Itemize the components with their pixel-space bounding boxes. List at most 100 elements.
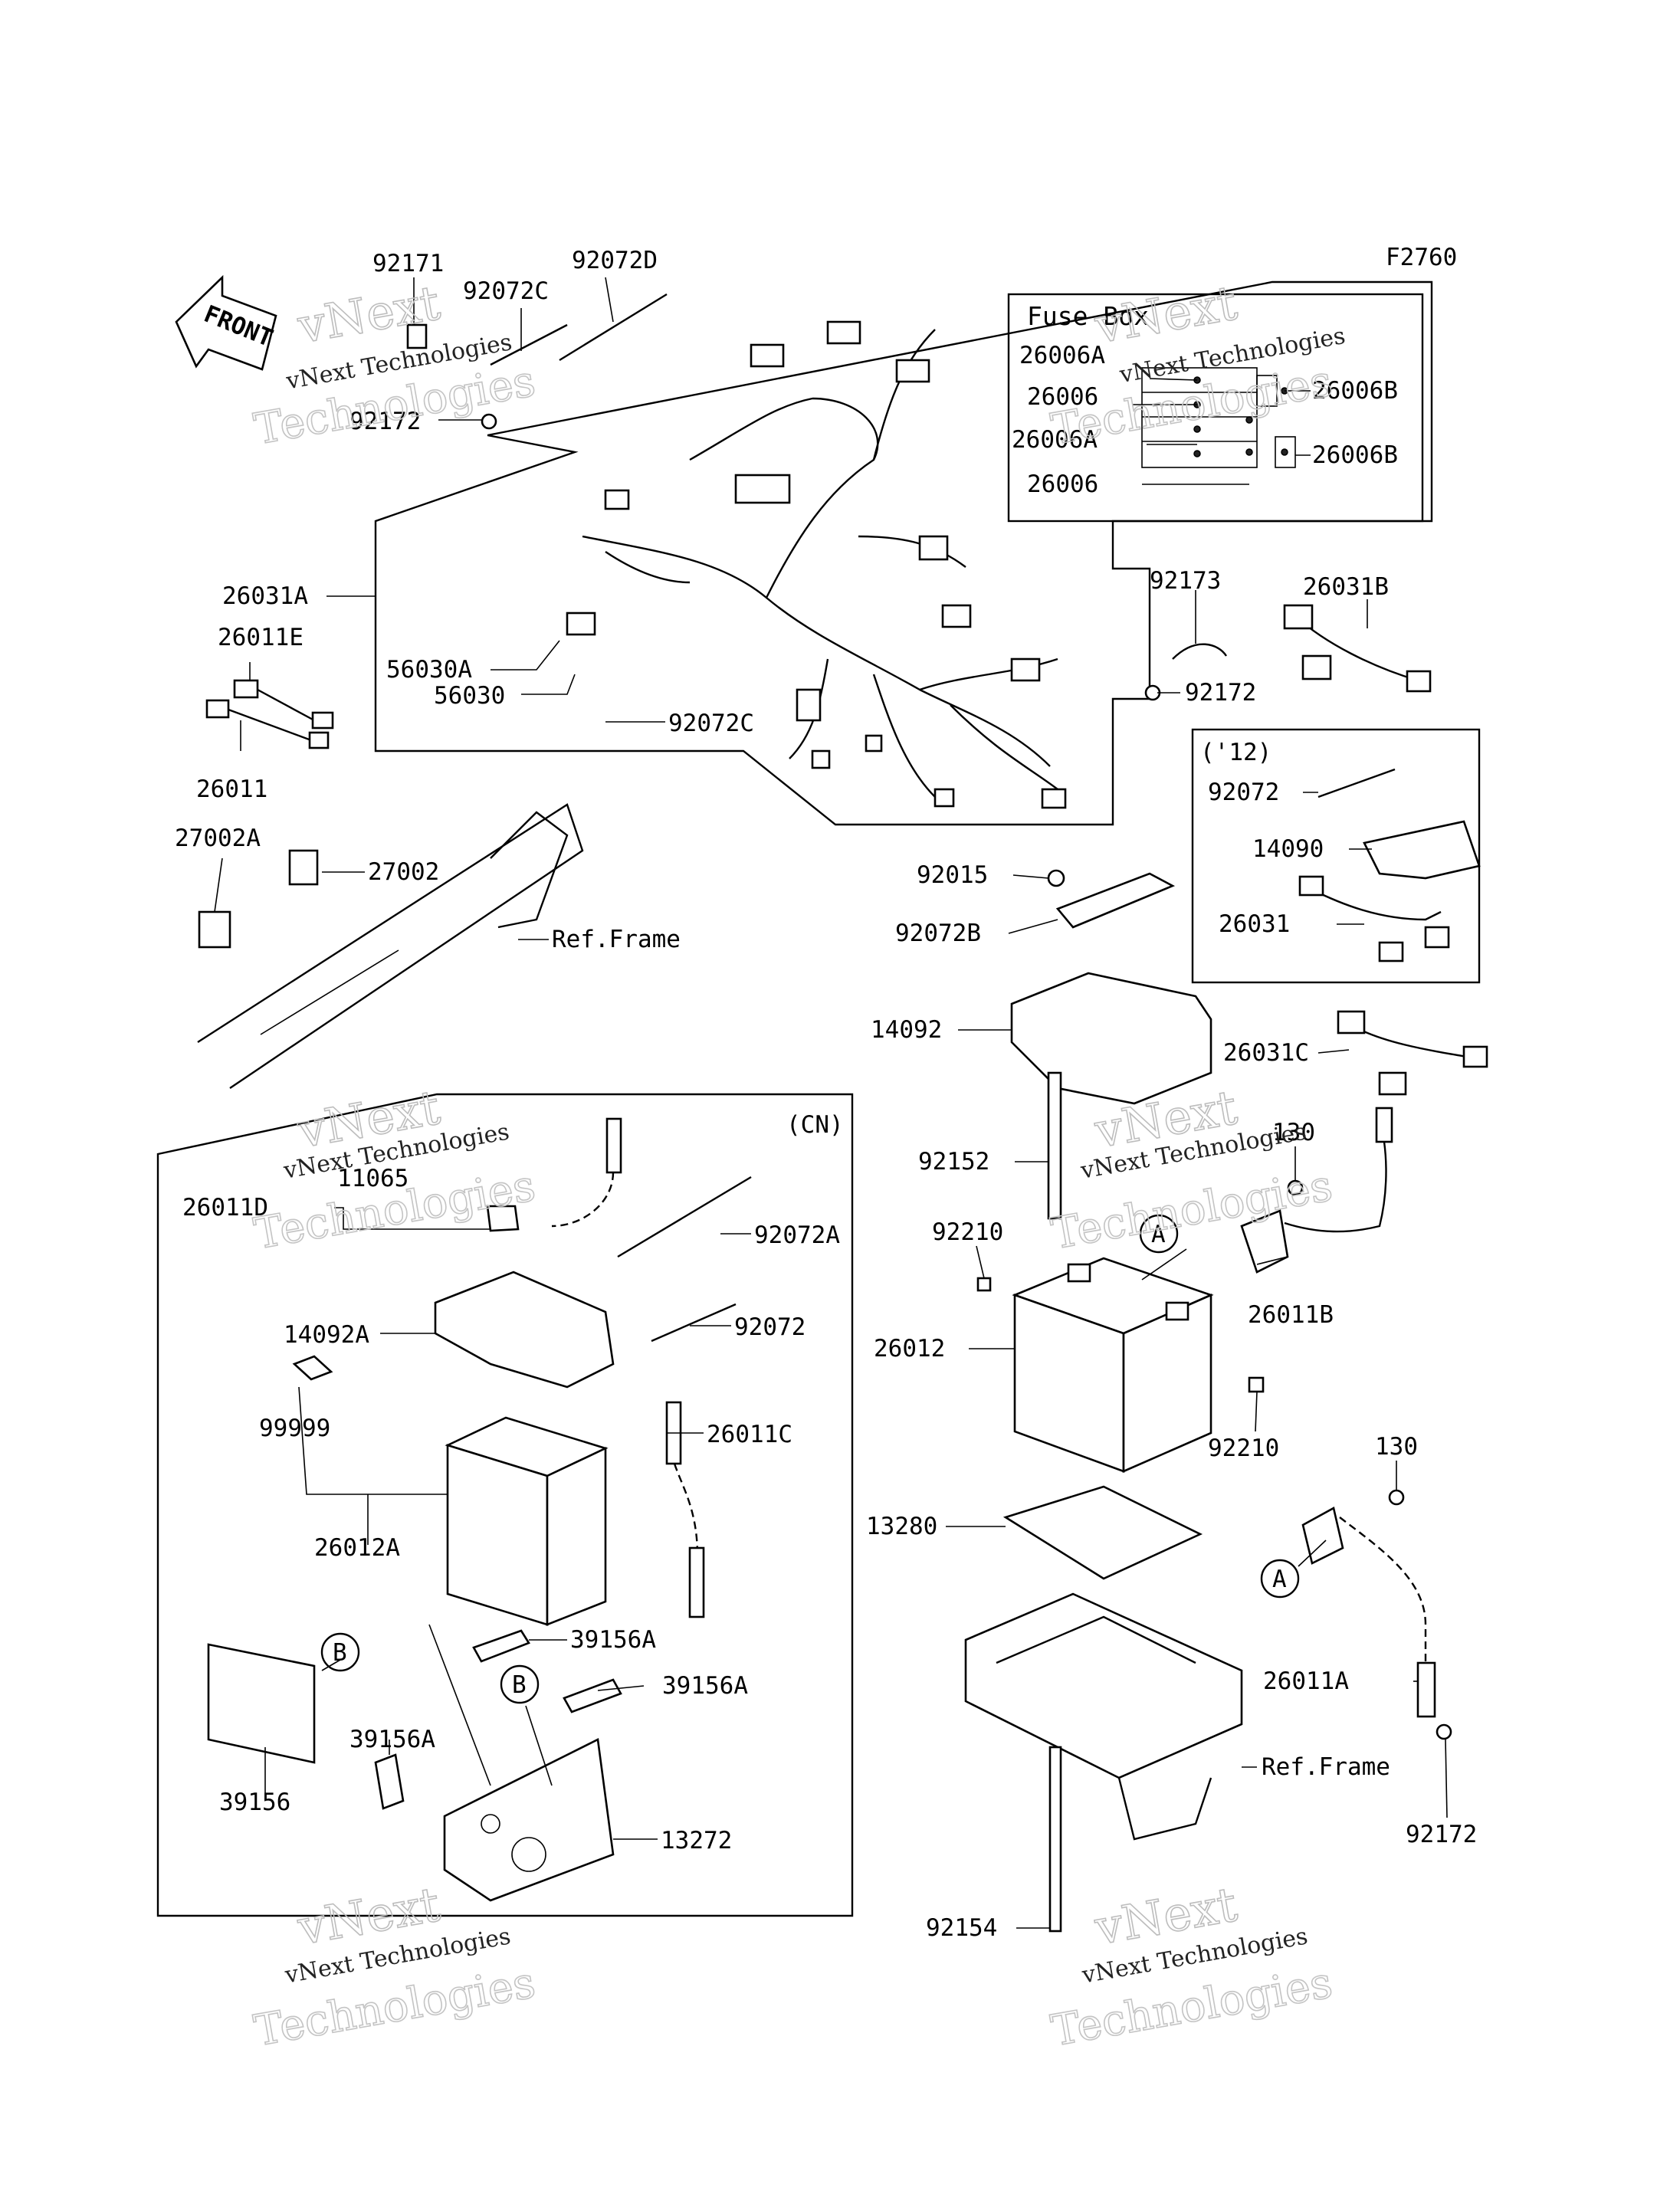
label-130-top: 130 xyxy=(1272,1119,1315,1146)
tray-13280-icon xyxy=(1002,1485,1203,1580)
rod-92152-icon xyxy=(1047,1071,1062,1220)
label-92072D: 92072D xyxy=(572,247,658,274)
svg-text:A: A xyxy=(1151,1221,1166,1248)
relay-27002A-icon xyxy=(198,910,231,949)
cable-26011B-icon xyxy=(1240,1107,1393,1274)
label-92173: 92173 xyxy=(1150,567,1221,595)
figure-code: F2760 xyxy=(1386,244,1457,271)
pad-39156A-2-icon xyxy=(563,1678,622,1713)
svg-text:A: A xyxy=(1272,1566,1287,1593)
label-26011E: 26011E xyxy=(218,624,304,651)
tie-92072-icon xyxy=(1317,768,1396,798)
fuse-box-frame xyxy=(1007,293,1424,523)
sheet-39156-icon xyxy=(207,1643,316,1764)
label-26031A: 26031A xyxy=(222,582,308,610)
cn-box-title: (CN) xyxy=(786,1111,844,1139)
holder-14092A-icon xyxy=(434,1271,615,1389)
bolt-130-top-icon xyxy=(1287,1179,1304,1196)
lead-26011E-icon xyxy=(233,679,334,730)
label-26006A-top: 26006A xyxy=(1019,342,1105,369)
harness-outline xyxy=(374,280,1433,826)
cable-26011D-icon xyxy=(486,1117,622,1232)
tie-92072A-icon xyxy=(617,1176,752,1258)
label-27002: 27002 xyxy=(368,858,439,886)
label-26012A: 26012A xyxy=(314,1534,400,1562)
label-92072C-top: 92072C xyxy=(463,277,549,305)
label-99999: 99999 xyxy=(259,1415,330,1442)
label-13280: 13280 xyxy=(866,1513,937,1540)
screw-92172-icon xyxy=(481,413,497,430)
fuse-box-diagram-icon xyxy=(1141,367,1296,468)
label-39156A-2: 39156A xyxy=(662,1672,748,1700)
label-14092A: 14092A xyxy=(284,1321,369,1349)
label-26031: 26031 xyxy=(1219,910,1290,938)
clamp-92173-icon xyxy=(1172,643,1228,660)
callout-a-bottom: A xyxy=(1260,1559,1300,1599)
label-26006B-top: 26006B xyxy=(1312,377,1398,405)
year-box-frame xyxy=(1191,728,1481,984)
label-56030: 56030 xyxy=(434,682,505,710)
label-26011D: 26011D xyxy=(182,1194,268,1221)
main-wire-harness-icon xyxy=(566,320,1067,809)
bracket-92072B-icon xyxy=(1055,872,1176,929)
label-26031C: 26031C xyxy=(1223,1039,1309,1067)
label-92171: 92171 xyxy=(372,250,444,277)
label-92210-right: 92210 xyxy=(1208,1435,1279,1462)
label-ref-frame-bottom: Ref.Frame xyxy=(1262,1753,1390,1781)
label-26011A: 26011A xyxy=(1263,1667,1349,1695)
label-92154: 92154 xyxy=(926,1914,997,1942)
label-26006-bottom: 26006 xyxy=(1027,471,1098,498)
label-92172-right: 92172 xyxy=(1185,679,1256,707)
cover-14090-icon xyxy=(1363,820,1481,880)
leader-lines xyxy=(214,277,1448,1929)
cable-26011C-icon xyxy=(665,1401,705,1618)
label-92072A: 92072A xyxy=(754,1221,840,1249)
label-92072C-mid: 92072C xyxy=(668,710,754,737)
bracket-13272-icon xyxy=(443,1738,615,1902)
label-13272: 13272 xyxy=(661,1827,732,1854)
cable-26011A-icon xyxy=(1301,1507,1436,1718)
label-92172-top: 92172 xyxy=(349,408,421,435)
label-27002A: 27002A xyxy=(175,825,261,852)
label-92172-bottom: 92172 xyxy=(1406,1821,1477,1848)
bolt-130-bottom-icon xyxy=(1388,1489,1405,1506)
label-14090: 14090 xyxy=(1252,835,1324,863)
label-26011C: 26011C xyxy=(707,1421,792,1448)
watermark-bottom-right: vNext Technologies vNext Technologies xyxy=(1047,1875,1337,2057)
label-ref-frame-top: Ref.Frame xyxy=(552,926,681,953)
battery-26012A-icon xyxy=(445,1416,609,1626)
pad-39156A-1-icon xyxy=(472,1629,530,1663)
label-130-bottom: 130 xyxy=(1375,1433,1418,1461)
harness-26031-icon xyxy=(1298,875,1450,962)
label-92072B: 92072B xyxy=(895,920,981,947)
front-arrow-icon: FRONT xyxy=(175,274,277,371)
watermark-mid-right: vNext Technologies vNext Technologies xyxy=(1047,1078,1337,1260)
clamp-92171-icon xyxy=(406,323,428,349)
svg-text:vNext: vNext xyxy=(1091,274,1242,354)
tie-92072D-icon xyxy=(559,293,668,362)
tie-92072C-icon xyxy=(490,323,568,366)
label-99999-icon xyxy=(292,1355,333,1381)
label-26006-top: 26006 xyxy=(1027,383,1098,411)
label-26012: 26012 xyxy=(874,1335,945,1362)
screw-92172-bottom-icon xyxy=(1436,1723,1452,1740)
callout-b-bracket: B xyxy=(500,1664,540,1704)
label-56030A: 56030A xyxy=(386,656,472,684)
label-39156A-1: 39156A xyxy=(570,1626,656,1654)
label-26011B: 26011B xyxy=(1248,1301,1334,1329)
battery-case-frame-icon xyxy=(964,1592,1243,1841)
nut-92210-left-icon xyxy=(976,1277,992,1292)
label-26031B: 26031B xyxy=(1303,573,1389,601)
relay-27002-icon xyxy=(288,849,319,886)
label-92072-2012: 92072 xyxy=(1208,779,1279,806)
pad-39156A-3-icon xyxy=(374,1753,405,1810)
label-14092: 14092 xyxy=(871,1016,942,1044)
label-92015: 92015 xyxy=(917,861,988,889)
year-box-title: ('12) xyxy=(1200,739,1271,766)
battery-26012-icon xyxy=(1012,1257,1214,1473)
bolt-92154-icon xyxy=(1048,1746,1062,1933)
callout-b-sheet: B xyxy=(320,1632,360,1672)
label-92210-left: 92210 xyxy=(932,1218,1003,1246)
svg-text:B: B xyxy=(512,1671,527,1699)
